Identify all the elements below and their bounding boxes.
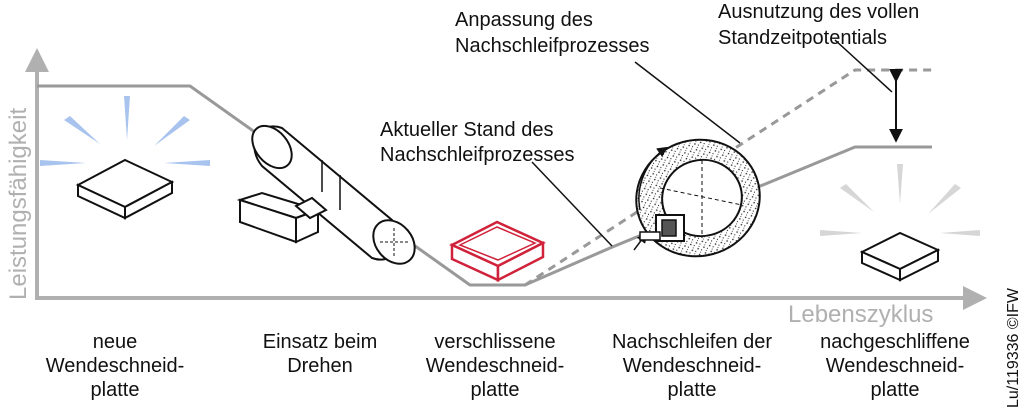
- leader-current-state: [531, 161, 613, 247]
- stage-label-reground-insert: nachgeschliffene Wendeschneid- platte: [795, 330, 995, 402]
- reground-insert-side-right: [899, 248, 939, 282]
- axes: [25, 48, 987, 310]
- reground-insert-illustration: [820, 164, 980, 282]
- stage-label-line: Wendeschneid-: [825, 355, 965, 377]
- ray-gray-top-left: [840, 184, 874, 212]
- worn-insert-illustration: [449, 220, 546, 283]
- stage-label-line: Wendeschneid-: [425, 355, 565, 377]
- stage-label-line: platte: [667, 379, 717, 401]
- new-insert-side-right: [124, 180, 173, 220]
- ray-blue-top: [124, 96, 130, 140]
- improved-curve-dashed: [524, 68, 932, 287]
- stage-label-regrinding: Nachschleifen der Wendeschneid- platte: [592, 330, 792, 402]
- credit-text: Lu/119336 ©IFW: [1005, 287, 1022, 408]
- ray-blue-top-left: [64, 116, 100, 144]
- annotation-current-state-line-1: Aktueller Stand des: [380, 119, 553, 141]
- grinding-illustration: [633, 138, 761, 258]
- stage-label-line: platte: [470, 379, 520, 401]
- rotation-arrow: [638, 146, 668, 211]
- worn-insert-side-right: [496, 240, 545, 283]
- worn-insert-top-inner: [458, 226, 537, 261]
- stage-label-line: platte: [870, 379, 920, 401]
- grinding-spindle: [639, 231, 661, 241]
- leader-adaptation: [634, 61, 741, 144]
- ray-gray-top-right: [928, 184, 961, 214]
- stage-label-new-insert: neue Wendeschneid- platte: [20, 330, 210, 402]
- stage-label-line: nachgeschliffene: [820, 331, 970, 353]
- stage-label-worn-insert: verschlissene Wendeschneid- platte: [400, 330, 590, 402]
- clamped-insert: [661, 219, 677, 237]
- stage-label-line: platte: [90, 379, 140, 401]
- stage-label-line: Drehen: [287, 355, 353, 377]
- y-axis-label: Leistungsfähigkeit: [5, 108, 32, 300]
- annotation-current-state-line-2: Nachschleifprozesses: [380, 144, 575, 166]
- ray-gray-right: [940, 230, 980, 236]
- stage-label-line: Einsatz beim: [262, 331, 378, 353]
- annotation-adaptation-line-2: Nachschleifprozesses: [455, 35, 650, 57]
- stage-label-line: Wendeschneid-: [45, 355, 185, 377]
- annotation-full-utilization-line-2: Standzeitpotentials: [718, 27, 887, 49]
- ray-blue-left: [40, 160, 86, 166]
- ray-blue-top-right: [154, 116, 190, 146]
- turning-illustration: [236, 124, 416, 265]
- annotation-adaptation-line-1: Anpassung des: [455, 9, 593, 31]
- stage-label-line: verschlissene: [434, 331, 556, 353]
- stage-label-turning: Einsatz beim Drehen: [225, 330, 415, 378]
- ray-gray-left: [820, 230, 862, 236]
- stage-label-line: Nachschleifen der: [611, 331, 773, 353]
- x-axis-label: Lebenszyklus: [788, 301, 933, 328]
- annotation-full-utilization-line-1: Ausnutzung des vollen: [718, 1, 919, 23]
- new-insert-illustration: [40, 96, 210, 220]
- leader-full-utilization: [834, 39, 893, 93]
- ray-blue-right: [164, 160, 210, 166]
- ray-gray-top: [897, 164, 903, 204]
- turning-insert: [294, 196, 328, 220]
- stage-label-line: neue: [92, 331, 138, 353]
- stage-label-line: Wendeschneid-: [622, 355, 762, 377]
